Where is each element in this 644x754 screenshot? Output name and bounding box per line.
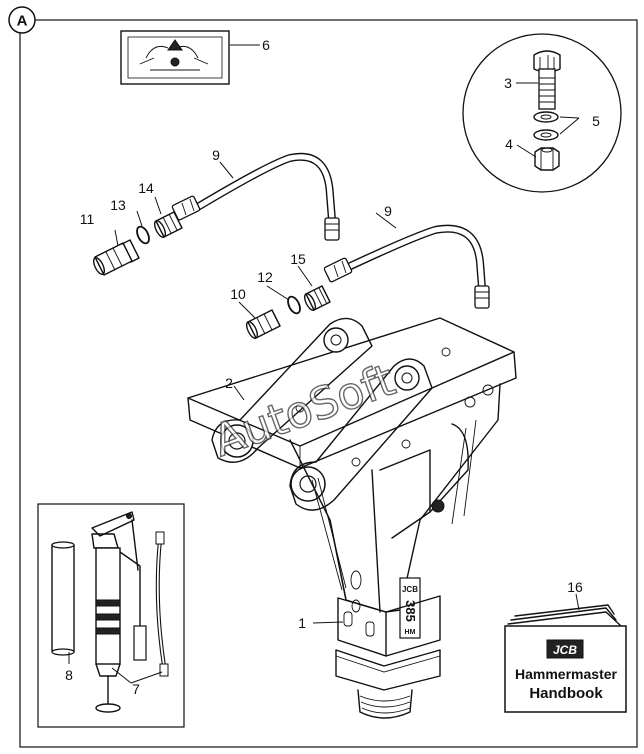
grease-hose-icon [155,531,169,677]
callout-8: 8 [65,667,73,683]
handbook-icon: JCB Hammermaster Handbook [504,604,627,713]
figure-frame [19,19,638,748]
handbook-brand: JCB [553,643,577,657]
watermark-text: AutoSoft [207,355,402,468]
callout-16: 16 [567,579,583,595]
adapter-icon [245,309,281,339]
callout-7: 7 [132,681,140,697]
grease-kit-inset [37,503,185,728]
figure-badge: A [8,6,36,34]
bolt-icon [533,50,561,110]
callout-3: 3 [504,75,512,91]
warning-decal-icon [120,30,230,85]
callout-2: 2 [225,375,233,391]
handbook-title-line2: Handbook [529,685,603,702]
washer-icon [533,111,559,141]
adapter-icon [92,239,140,276]
adapter-icon [303,285,331,311]
hammer-plate-brand: JCB [402,585,418,594]
callout-4: 4 [505,136,513,152]
adapter-icon [153,211,183,238]
grease-gun-icon [91,511,147,713]
callout-9-upper: 9 [212,147,220,163]
callout-12: 12 [257,269,273,285]
figure-id-label: A [17,13,28,30]
hose-icon [171,152,340,241]
callout-15: 15 [290,251,306,267]
callout-11: 11 [80,211,95,227]
nut-icon [534,147,560,171]
seal-ring-icon [136,225,150,245]
callout-6: 6 [262,37,270,53]
callout-14: 14 [138,180,154,196]
leader-lines [114,44,580,624]
breaker-hammer-icon: JCB 385 HM [187,317,517,719]
callout-10: 10 [230,286,246,302]
seal-ring-icon [287,295,301,315]
callout-1: 1 [298,615,306,631]
callout-13: 13 [110,197,126,213]
hammer-plate-suffix: HM [405,629,416,636]
callout-5: 5 [592,113,600,129]
fixings-detail [462,33,622,193]
handbook-title-line1: Hammermaster [515,666,617,682]
callout-9-lower: 9 [384,203,392,219]
callout-labels: 1 2 3 4 5 6 7 8 9 9 10 11 12 13 14 15 16 [65,37,600,697]
hose-icon [323,224,490,309]
